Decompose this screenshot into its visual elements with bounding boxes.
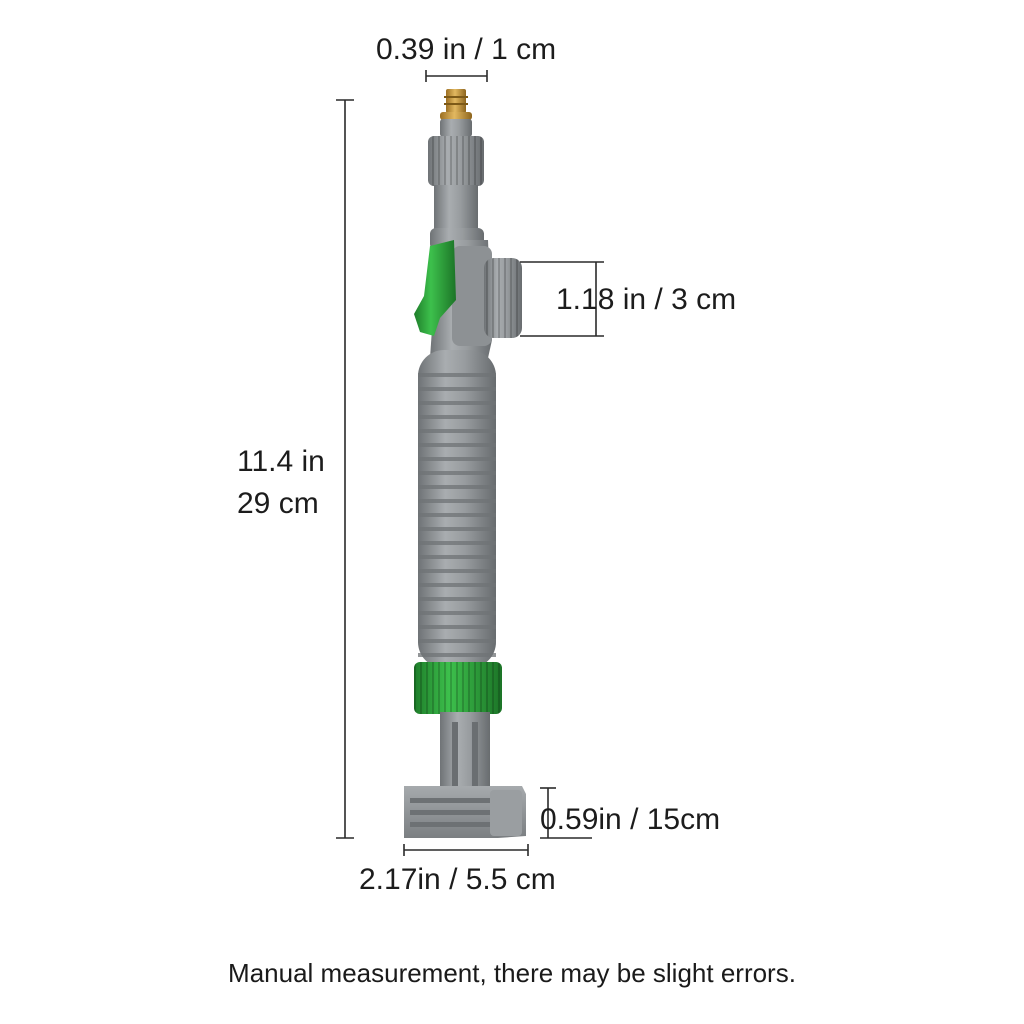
- brass-nozzle-tip: [440, 89, 472, 120]
- measurement-disclaimer: Manual measurement, there may be slight …: [228, 958, 796, 988]
- top-nut: [428, 136, 484, 186]
- dimension-lines: [336, 70, 604, 856]
- adjustment-knob: [484, 258, 522, 338]
- tip-collar: [440, 119, 472, 137]
- tip-width-label: 0.39 in / 1 cm: [376, 33, 557, 66]
- valve-body: [430, 228, 492, 358]
- ribbed-pump-barrel: [418, 350, 496, 668]
- upper-tube: [434, 185, 478, 235]
- green-collar-nut: [414, 662, 502, 714]
- knob-height-label: 1.18 in / 3 cm: [556, 283, 737, 316]
- base-height-label: 0.59in / 15cm: [540, 803, 721, 836]
- base-width-label: 2.17in / 5.5 cm: [359, 863, 556, 896]
- green-trigger-lever: [414, 240, 456, 336]
- total-length-inches: 11.4 in: [237, 445, 325, 478]
- total-length-label: 11.4 in 29 cm: [237, 441, 325, 525]
- t-base-filter: [404, 786, 526, 838]
- sprayer-pump: [404, 89, 526, 838]
- total-length-centimeters: 29 cm: [237, 487, 319, 520]
- lower-stem: [440, 712, 490, 796]
